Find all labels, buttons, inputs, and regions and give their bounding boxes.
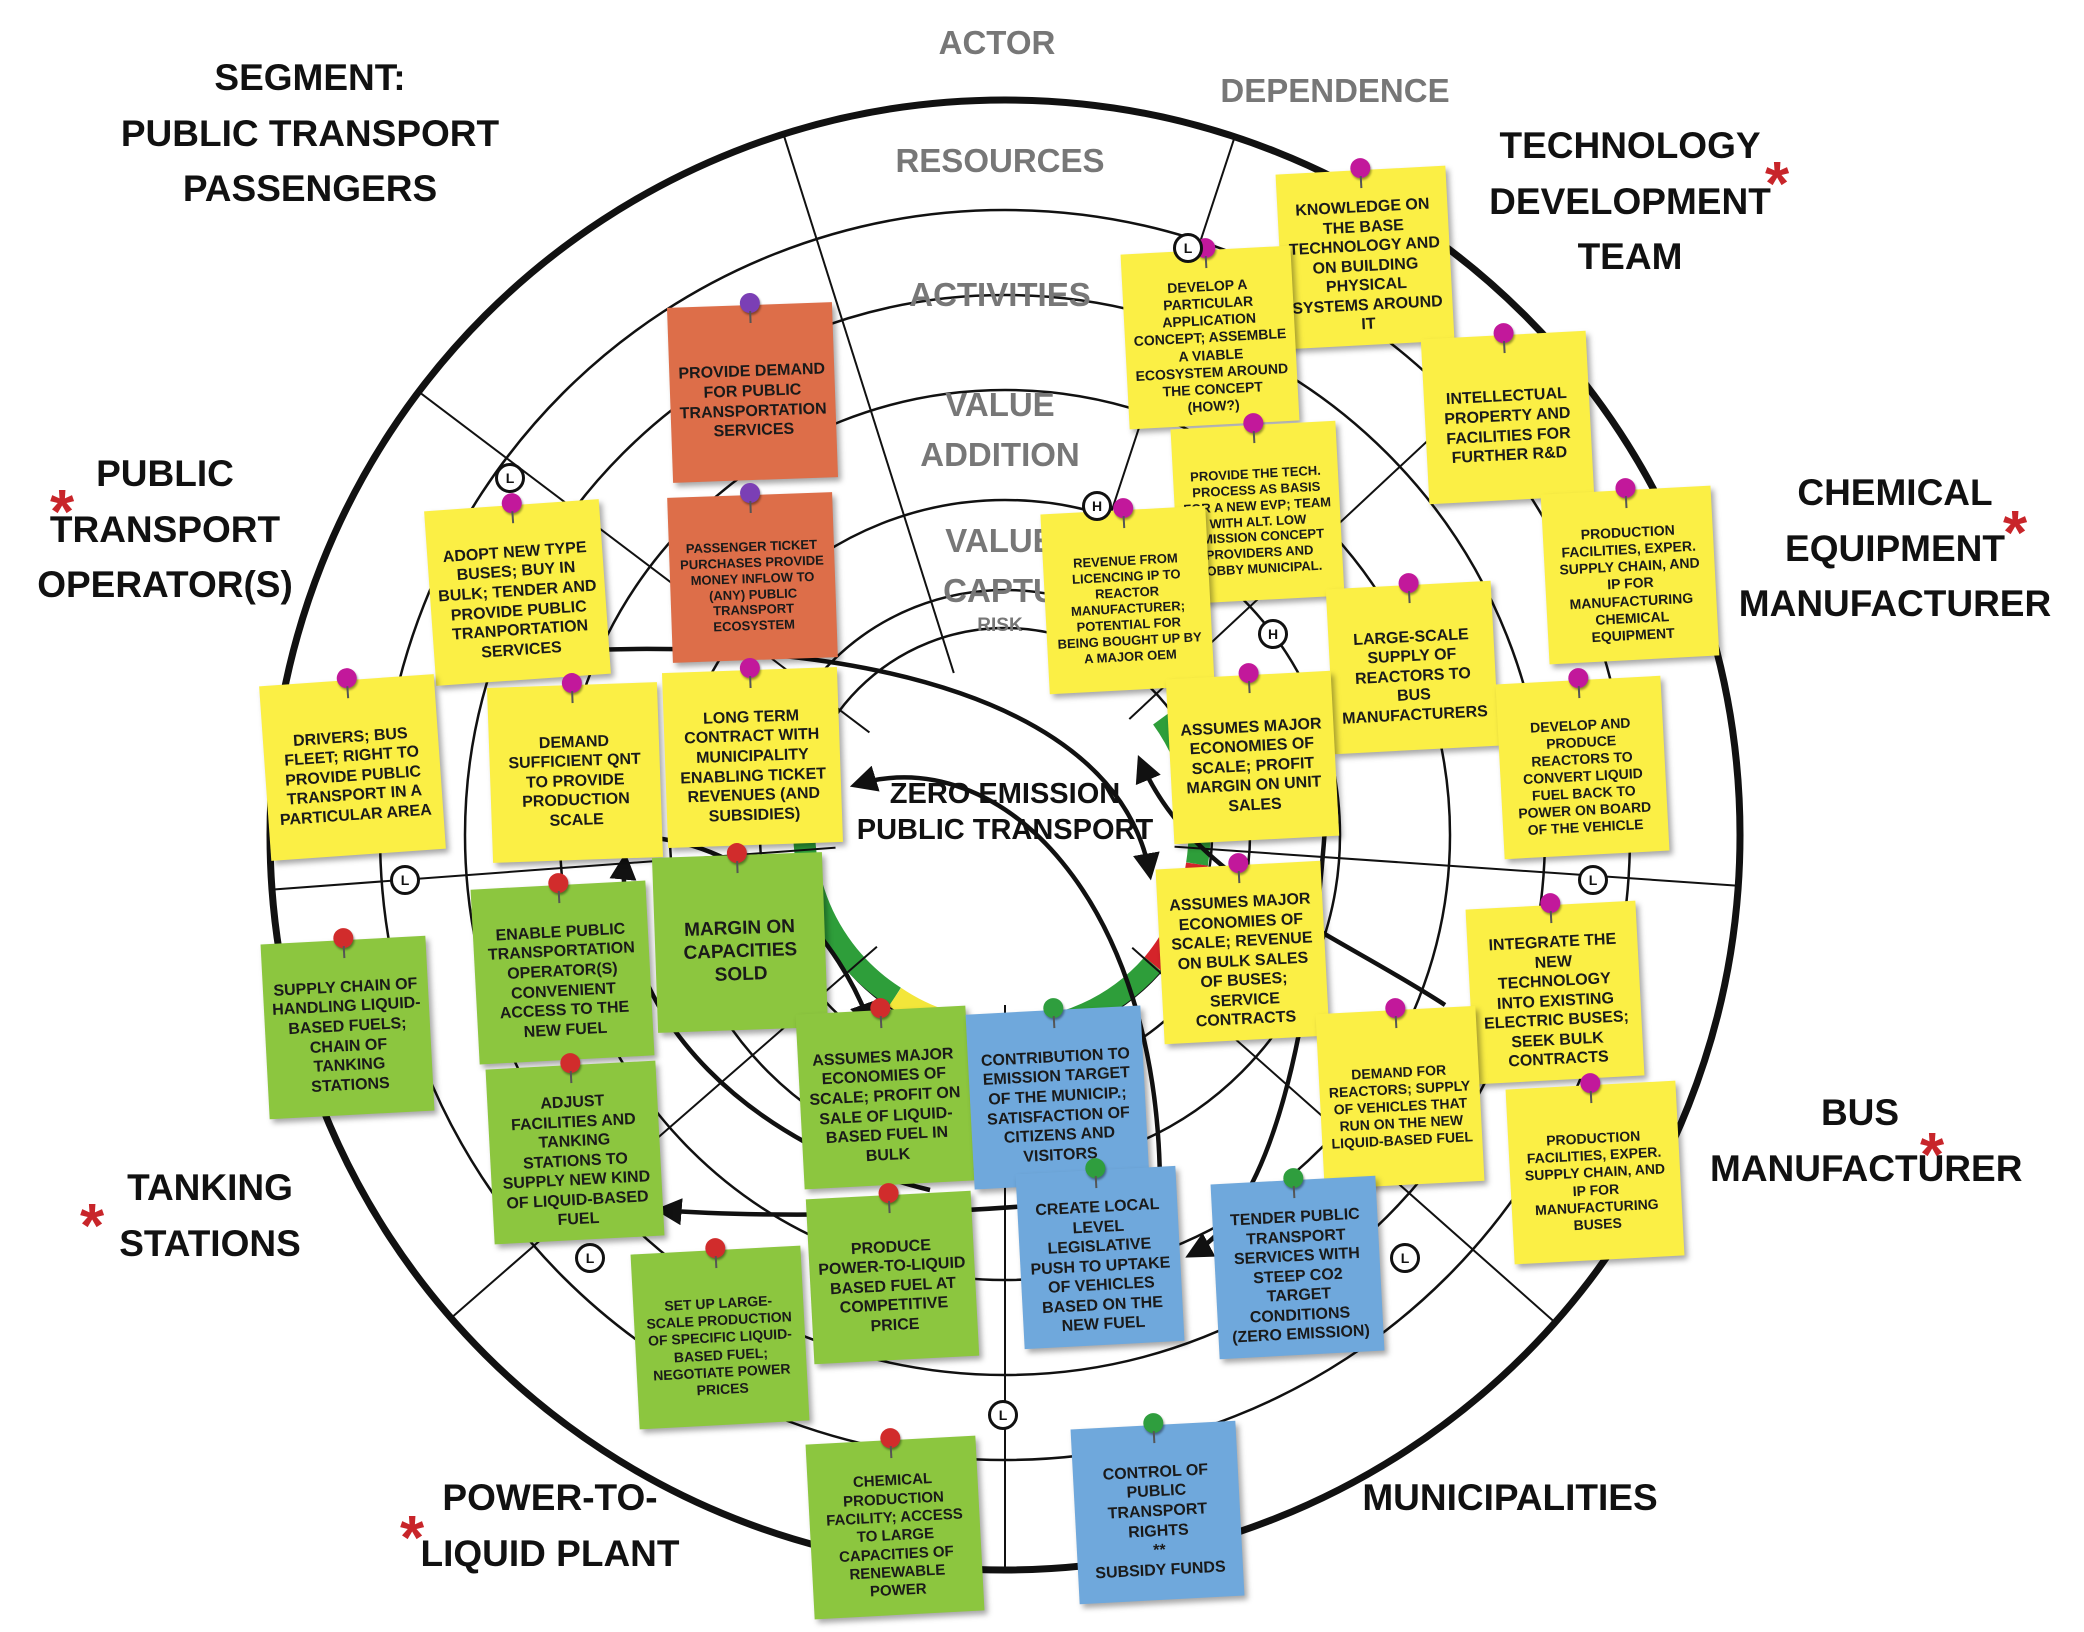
pin-icon [561, 672, 583, 694]
pin-icon [869, 997, 891, 1019]
note-develop-concept: DEVELOP A PARTICULAR APPLICATION CONCEPT… [1120, 237, 1300, 430]
actor-power-to-liquid-plant: POWER-TO- LIQUID PLANT * [400, 1470, 700, 1581]
actor-technology-development-team: TECHNOLOGY DEVELOPMENT TEAM * [1465, 118, 1795, 285]
arrow-legislation-to-center [849, 765, 1163, 1191]
importance-badge-low: L [1578, 865, 1608, 895]
pin-icon [500, 492, 522, 514]
pin-icon [1579, 1072, 1601, 1094]
importance-badge-high: H [1258, 619, 1288, 649]
note-adopt-buses: ADOPT NEW TYPE BUSES; BUY IN BULK; TENDE… [424, 492, 611, 686]
note-long-term: LONG TERM CONTRACT WITH MUNICIPALITY ENA… [661, 657, 844, 849]
note-provide-demand: PROVIDE DEMAND FOR PUBLIC TRANSPORTATION… [666, 292, 839, 483]
note-knowledge: KNOWLEDGE ON THE BASE TECHNOLOGY AND ON … [1275, 157, 1455, 350]
pin-icon [335, 667, 357, 689]
note-create-legislative: CREATE LOCAL LEVEL LEGISLATIVE PUSH TO U… [1015, 1157, 1185, 1350]
pin-icon [1492, 322, 1514, 344]
pin-icon [1397, 572, 1419, 594]
center-label: ZERO EMISSION PUBLIC TRANSPORT [856, 778, 1154, 847]
ring-label-dependence: DEPENDENCE [1220, 72, 1450, 109]
note-demand-reactors: DEMAND FOR REACTORS; SUPPLY OF VEHICLES … [1315, 997, 1485, 1190]
ring-label-resources: RESOURCES [895, 142, 1105, 179]
note-ip-facilities: INTELLECTUAL PROPERTY AND FACILITIES FOR… [1420, 322, 1595, 505]
note-drivers: DRIVERS; BUS FLEET; RIGHT TO PROVIDE PUB… [259, 667, 446, 861]
note-contribution: CONTRIBUTION TO EMISSION TARGET OF THE M… [965, 997, 1150, 1190]
ring-label-actor: ACTOR [938, 24, 1056, 61]
pin-icon [1142, 1412, 1164, 1434]
actor-public-transport-operators: PUBLIC TRANSPORT OPERATOR(S) * [20, 446, 310, 613]
pin-icon [704, 1237, 726, 1259]
note-assumes-bulk-buses: ASSUMES MAJOR ECONOMIES OF SCALE; REVENU… [1155, 852, 1330, 1045]
note-integrate: INTEGRATE THE NEW TECHNOLOGY INTO EXISTI… [1465, 892, 1645, 1085]
note-enable-operators: ENABLE PUBLIC TRANSPORTATION OPERATOR(S)… [470, 872, 655, 1065]
note-adjust-facilities: ADJUST FACILITIES AND TANKING STATIONS T… [485, 1052, 665, 1245]
pin-icon [739, 482, 760, 504]
note-assumes-unit-sales: ASSUMES MAJOR ECONOMIES OF SCALE; PROFIT… [1165, 662, 1340, 845]
ring-label-value-addition: VALUE ADDITION [920, 386, 1080, 473]
note-supply-chain-liquid: SUPPLY CHAIN OF HANDLING LIQUID-BASED FU… [260, 927, 435, 1120]
importance-badge-low: L [1390, 1243, 1420, 1273]
pin-icon [1084, 1157, 1106, 1179]
actor-municipalities: MUNICIPALITIES [1362, 1477, 1658, 1518]
pin-icon [726, 842, 748, 864]
actor-segment-passengers: SEGMENT: PUBLIC TRANSPORT PASSENGERS [120, 57, 500, 209]
pin-icon [1384, 997, 1406, 1019]
pin-icon [1614, 477, 1636, 499]
ring-label-risk: RISK [977, 615, 1023, 636]
note-large-scale-supply: LARGE-SCALE SUPPLY OF REACTORS TO BUS MA… [1325, 572, 1500, 755]
pin-icon [879, 1427, 901, 1449]
note-margin-capacities: MARGIN ON CAPACITIES SOLD [651, 842, 829, 1033]
note-tender-services: TENDER PUBLIC TRANSPORT SERVICES WITH ST… [1210, 1167, 1385, 1360]
note-production-chemical: PRODUCTION FACILITIES, EXPER. SUPPLY CHA… [1540, 477, 1720, 665]
pin-icon [332, 927, 354, 949]
pin-icon [1349, 157, 1371, 179]
actor-chemical-equipment-manufacturer: CHEMICAL EQUIPMENT MANUFACTURER * [1735, 465, 2055, 632]
actor-bus-manufacturer: BUS MANUFACTURER * [1710, 1085, 2023, 1196]
importance-badge-low: L [988, 1400, 1018, 1430]
pin-icon [739, 657, 760, 679]
importance-badge-low: L [1173, 233, 1203, 263]
note-revenue-licencing: REVENUE FROM LICENCING IP TO REACTOR MAN… [1040, 497, 1215, 695]
note-production-buses: PRODUCTION FACILITIES, EXPER. SUPPLY CHA… [1505, 1072, 1685, 1265]
actor-operators-label: PUBLIC TRANSPORT OPERATOR(S) [37, 453, 293, 605]
actor-ptl-label: POWER-TO- LIQUID PLANT [420, 1477, 680, 1574]
note-demand-sufficient: DEMAND SUFFICIENT QNT TO PROVIDE PRODUCT… [486, 672, 664, 863]
pin-icon [1042, 997, 1064, 1019]
actor-tanking-stations: TANKING STATIONS * [80, 1160, 330, 1271]
pin-icon [739, 292, 760, 314]
center-disc [835, 665, 1175, 1005]
note-set-up: SET UP LARGE-SCALE PRODUCTION OF SPECIFI… [630, 1237, 810, 1430]
note-assumes-liquid: ASSUMES MAJOR ECONOMIES OF SCALE; PROFIT… [795, 997, 975, 1190]
note-passenger-ticket: PASSENGER TICKET PURCHASES PROVIDE MONEY… [667, 482, 838, 663]
note-chemical-facility: CHEMICAL PRODUCTION FACILITY; ACCESS TO … [805, 1427, 985, 1620]
importance-badge-low: L [390, 865, 420, 895]
pin-icon [559, 1052, 581, 1074]
pin-icon [1282, 1167, 1304, 1189]
pin-icon [1237, 662, 1259, 684]
note-control-rights: CONTROL OF PUBLIC TRANSPORT RIGHTS ** SU… [1070, 1412, 1245, 1605]
pin-icon [1227, 852, 1249, 874]
actor-bus-label: BUS MANUFACTURER [1710, 1092, 2023, 1189]
pin-icon [1567, 667, 1589, 689]
importance-badge-low: L [575, 1243, 605, 1273]
pin-icon [1539, 892, 1561, 914]
pin-icon [877, 1182, 899, 1204]
actor-tanking-label: TANKING STATIONS [119, 1167, 301, 1264]
ring-label-activities: ACTIVITIES [909, 276, 1091, 313]
pin-icon [1242, 412, 1264, 434]
ring-label-value-capture: VALUE CAPTU [943, 522, 1057, 609]
pin-icon [547, 872, 569, 894]
importance-badge-high: H [1082, 491, 1112, 521]
importance-badge-low: L [495, 463, 525, 493]
note-develop-reactors: DEVELOP AND PRODUCE REACTORS TO CONVERT … [1495, 667, 1670, 860]
actor-technology-label: TECHNOLOGY DEVELOPMENT TEAM [1489, 125, 1771, 277]
pin-icon [1112, 497, 1134, 519]
actor-chemical-label: CHEMICAL EQUIPMENT MANUFACTURER [1738, 472, 2052, 624]
note-produce-ptl: PRODUCE POWER-TO-LIQUID BASED FUEL AT CO… [805, 1182, 980, 1365]
